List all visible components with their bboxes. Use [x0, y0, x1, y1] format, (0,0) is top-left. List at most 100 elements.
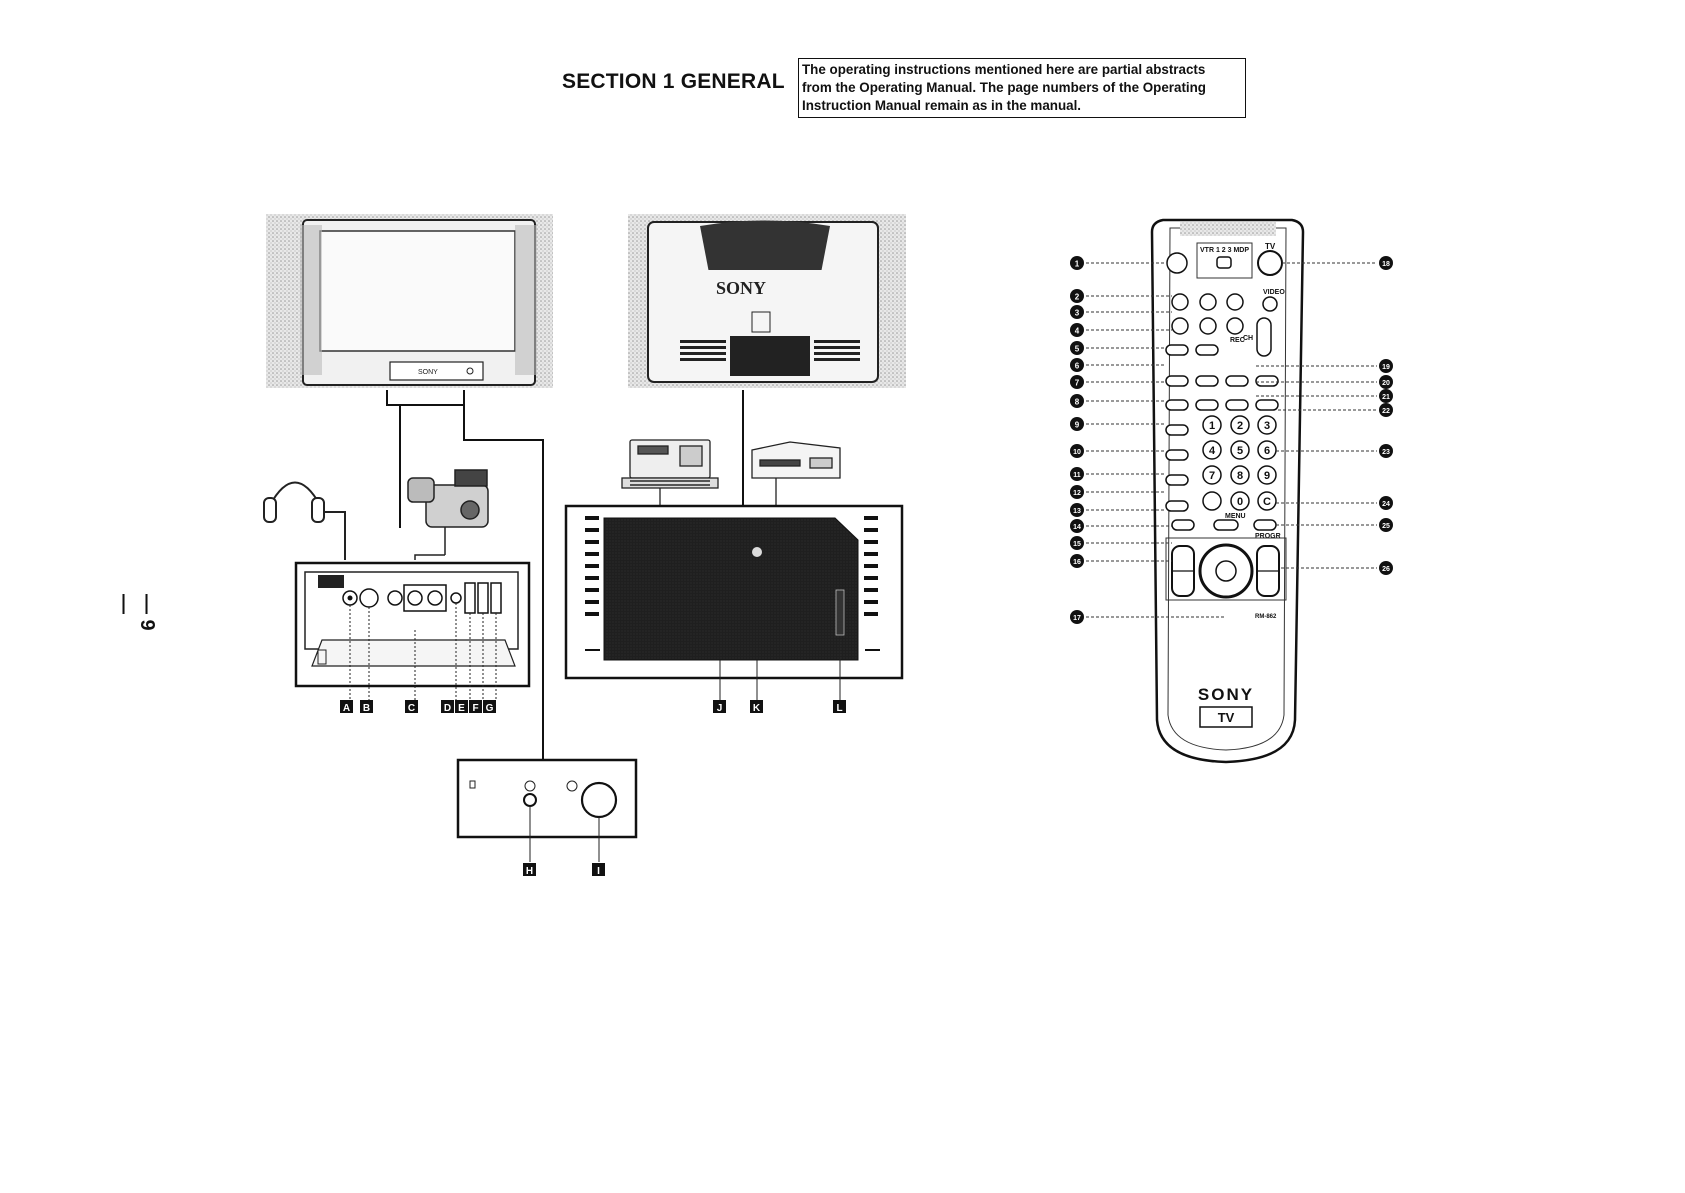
label-g: G [486, 703, 494, 714]
rewind-button[interactable] [1171, 293, 1189, 311]
remote-model-badge [1199, 706, 1253, 728]
menu-button[interactable] [1213, 519, 1239, 531]
key-1[interactable] [1202, 415, 1222, 435]
callout-6: 6 [1075, 362, 1080, 371]
power-button[interactable] [1257, 250, 1283, 276]
progr-label: PROGR [1255, 533, 1281, 540]
key-2[interactable] [1230, 415, 1250, 435]
key-plus-minus[interactable] [1202, 491, 1222, 511]
record-button[interactable] [1226, 317, 1244, 335]
label-a: A [343, 703, 350, 714]
rear-connector-panel [564, 504, 904, 700]
remote-oval-button[interactable] [1253, 519, 1277, 531]
label-g-box [483, 700, 496, 713]
callout-2: 2 [1075, 293, 1080, 302]
key-3-label: 3 [1264, 420, 1270, 432]
remote-oval-button[interactable] [1165, 424, 1189, 436]
label-a-box [340, 700, 353, 713]
remote-oval-button[interactable] [1195, 399, 1219, 411]
label-d: D [444, 703, 451, 714]
key-4-label: 4 [1209, 445, 1216, 457]
remote-oval-button[interactable] [1165, 399, 1189, 411]
tv-rear-view: SONY [628, 214, 906, 388]
label-b-box [360, 700, 373, 713]
key-7[interactable] [1202, 465, 1222, 485]
callout-19: 19 [1382, 364, 1390, 371]
callout-14: 14 [1073, 524, 1081, 531]
key-6[interactable] [1257, 440, 1277, 460]
key-5-label: 5 [1237, 445, 1243, 457]
ch-label: CH [1243, 335, 1253, 342]
remote-oval-button[interactable] [1195, 375, 1219, 387]
fast-forward-button[interactable] [1226, 293, 1244, 311]
callout-5: 5 [1075, 345, 1080, 354]
remote-oval-button[interactable] [1165, 474, 1189, 486]
label-b: B [363, 703, 370, 714]
remote-oval-button[interactable] [1165, 375, 1189, 387]
remote-oval-button[interactable] [1225, 399, 1249, 411]
remote-model-badge-text: TV [1218, 710, 1235, 725]
label-f-box [469, 700, 482, 713]
rec-label: REC [1230, 337, 1245, 344]
key-3[interactable] [1257, 415, 1277, 435]
label-i: I [597, 866, 600, 877]
video-label: VIDEO [1263, 289, 1285, 296]
key-8-label: 8 [1237, 470, 1243, 482]
remote-oval-button[interactable] [1225, 375, 1249, 387]
notice-line: from the Operating Manual. The page numb… [802, 80, 1206, 95]
play-button[interactable] [1199, 293, 1217, 311]
callout-16: 16 [1073, 559, 1081, 566]
key-0[interactable] [1230, 491, 1250, 511]
remote-model-number: RM-862 [1255, 614, 1277, 620]
stop-button[interactable] [1171, 317, 1189, 335]
callout-1: 1 [1075, 260, 1080, 269]
remote-oval-button[interactable] [1165, 344, 1189, 356]
callout-15: 15 [1073, 541, 1081, 548]
key-c-label: C [1263, 496, 1271, 508]
tv-label: TV [1265, 242, 1276, 251]
remote-oval-button[interactable] [1255, 399, 1279, 411]
callout-23: 23 [1382, 449, 1390, 456]
callout-12: 12 [1073, 490, 1081, 497]
remote-callouts-right: 18 19 20 21 22 23 24 25 26 [1256, 256, 1393, 575]
vtr-selector-switch[interactable] [1216, 256, 1232, 269]
callout-18: 18 [1382, 261, 1390, 268]
remote-oval-button[interactable] [1165, 500, 1189, 512]
camcorder-illustration [407, 469, 489, 560]
label-d-box [441, 700, 454, 713]
pause-button[interactable] [1199, 317, 1217, 335]
mute-button[interactable] [1166, 252, 1188, 274]
callout-7: 7 [1075, 379, 1080, 388]
key-8[interactable] [1230, 465, 1250, 485]
callout-25: 25 [1382, 523, 1390, 530]
callout-13: 13 [1073, 508, 1081, 515]
tv-rear-logo: SONY [716, 278, 766, 298]
key-9[interactable] [1257, 465, 1277, 485]
video-power-button[interactable] [1262, 296, 1278, 312]
channel-rocker[interactable] [1256, 317, 1272, 357]
numeric-keypad: 1 2 3 4 5 6 7 8 9 0 C [1202, 415, 1277, 511]
remote-oval-button[interactable] [1171, 519, 1195, 531]
front-av-panel [294, 561, 531, 700]
key-c[interactable] [1257, 491, 1277, 511]
label-h: H [526, 866, 533, 877]
section-title: SECTION 1 GENERAL [562, 70, 785, 93]
key-0-label: 0 [1237, 496, 1243, 508]
remote-oval-button[interactable] [1165, 449, 1189, 461]
callout-20: 20 [1382, 380, 1390, 387]
callout-17: 17 [1073, 615, 1081, 622]
remote-oval-button[interactable] [1195, 344, 1219, 356]
remote-oval-button[interactable] [1255, 375, 1279, 387]
label-c-box [405, 700, 418, 713]
notice-box: The operating instructions mentioned her… [798, 58, 1246, 118]
label-c: C [408, 703, 415, 714]
menu-label: MENU [1225, 513, 1246, 520]
callout-8: 8 [1075, 398, 1080, 407]
key-4[interactable] [1202, 440, 1222, 460]
key-1-label: 1 [1209, 420, 1215, 432]
key-5[interactable] [1230, 440, 1250, 460]
notice-line: The operating instructions mentioned her… [802, 62, 1206, 77]
remote-control: VTR 1 2 3 MDP TV VIDEO REC CH 1 2 [1150, 218, 1305, 764]
notice-line: Instruction Manual remain as in the manu… [802, 98, 1082, 113]
remote-brand-logo: SONY [1198, 685, 1254, 704]
